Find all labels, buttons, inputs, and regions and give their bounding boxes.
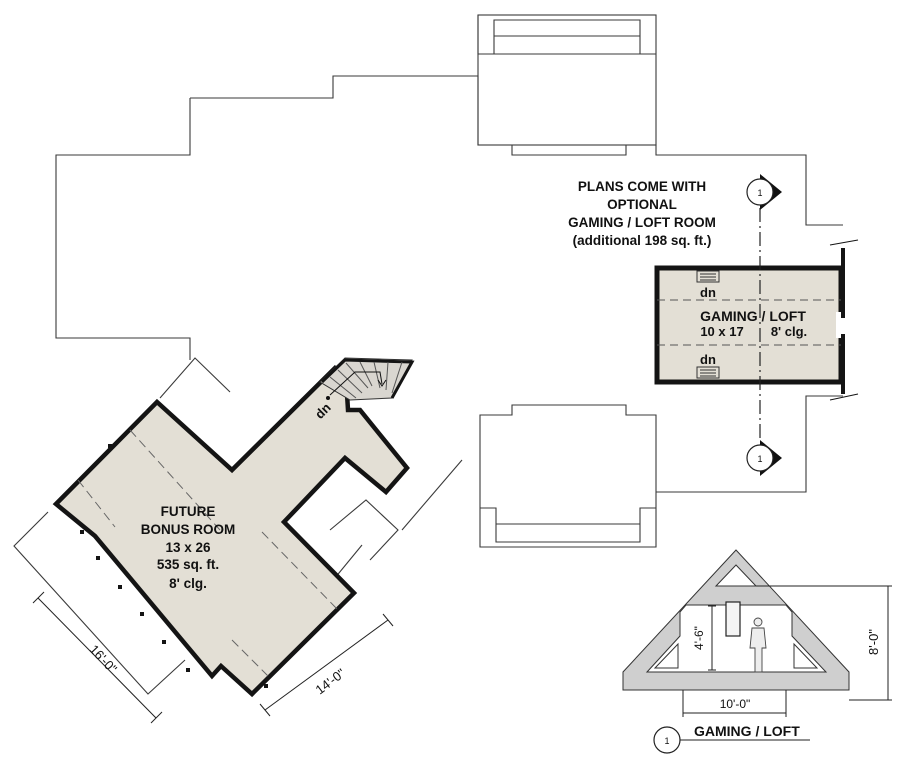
loft-stair-label-bottom: dn [700, 352, 716, 367]
section-total-height: 8'-0" [866, 629, 881, 655]
loft-stair-top [696, 270, 720, 283]
bonus-stair [319, 357, 415, 401]
section-title-marker: 1 [664, 736, 669, 746]
loft-stair-bottom [696, 366, 720, 379]
dim-left [32, 591, 163, 724]
bonus-area: 535 sq. ft. [157, 557, 219, 572]
dim-right [259, 613, 394, 717]
section-diagram [622, 549, 892, 754]
loft-note-line3: GAMING / LOFT ROOM [568, 215, 716, 230]
loft-note-line2: OPTIONAL [607, 197, 677, 212]
section-marker-top: 1 [757, 188, 762, 198]
bonus-room [52, 364, 410, 698]
bonus-name-line2: BONUS ROOM [141, 522, 236, 537]
section-wall-height: 4'-6" [692, 626, 706, 650]
section-title: GAMING / LOFT [694, 723, 800, 739]
loft-note-line1: PLANS COME WITH [578, 179, 706, 194]
loft-stair-label-top: dn [700, 285, 716, 300]
bottom-porch [479, 404, 657, 548]
bonus-name-line1: FUTURE [161, 504, 216, 519]
bonus-right-dimension: 14'-0" [313, 665, 349, 697]
section-cut-line [746, 174, 782, 476]
top-porch [477, 14, 657, 146]
loft-room-name: GAMING / LOFT [700, 308, 806, 324]
bonus-ceiling: 8' clg. [169, 576, 207, 591]
bonus-wings [13, 357, 399, 695]
section-width: 10'-0" [720, 697, 751, 711]
loft-room-ceiling: 8' clg. [771, 324, 807, 339]
house-outline [55, 75, 843, 591]
gaming-loft-room [654, 239, 859, 401]
loft-note-line4: (additional 198 sq. ft.) [573, 233, 712, 248]
bonus-left-dimension: 16'-0" [87, 642, 121, 677]
section-marker-bottom: 1 [757, 454, 762, 464]
bonus-size: 13 x 26 [165, 540, 211, 555]
loft-room-size: 10 x 17 [700, 324, 743, 339]
